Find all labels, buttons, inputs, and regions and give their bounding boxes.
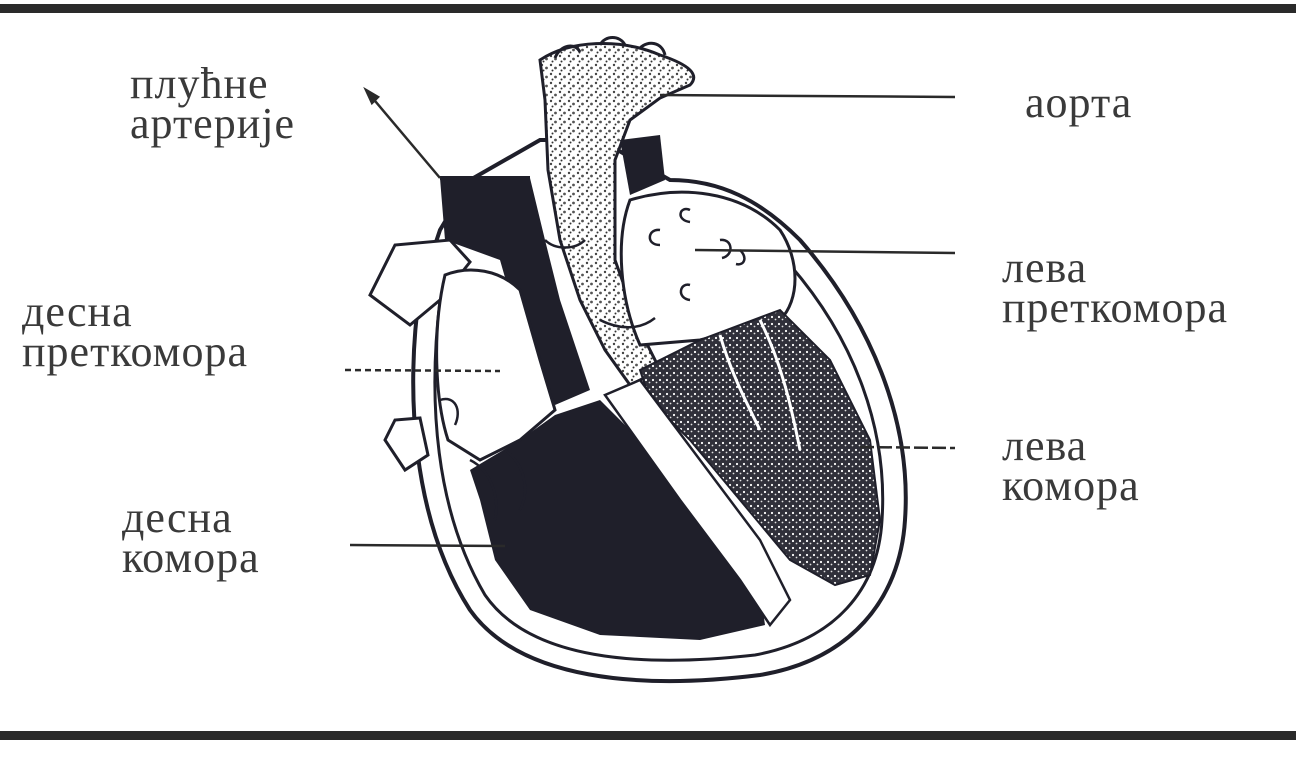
label-pulmonary-arteries: плућне артерије <box>130 64 295 144</box>
label-aorta: аорта <box>1025 83 1132 123</box>
label-left-atrium-line1: лева <box>1002 248 1228 288</box>
label-right-ventricle: десна комора <box>122 498 260 578</box>
label-right-atrium-line1: десна <box>22 292 248 332</box>
label-left-ventricle: лева комора <box>1002 426 1140 506</box>
leader-pulmonary-arteries <box>370 95 440 178</box>
label-left-atrium-line2: преткомора <box>1002 288 1228 328</box>
label-right-ventricle-line2: комора <box>122 538 260 578</box>
label-right-atrium-line2: преткомора <box>22 332 248 372</box>
label-left-atrium: лева преткомора <box>1002 248 1228 328</box>
label-right-ventricle-line1: десна <box>122 498 260 538</box>
leader-aorta <box>660 95 955 97</box>
label-left-ventricle-line2: комора <box>1002 466 1140 506</box>
label-aorta-line1: аорта <box>1025 83 1132 123</box>
label-right-atrium: десна преткомора <box>22 292 248 372</box>
label-pulmonary-arteries-line1: плућне <box>130 64 295 104</box>
label-pulmonary-arteries-line2: артерије <box>130 104 295 144</box>
label-left-ventricle-line1: лева <box>1002 426 1140 466</box>
leader-right-ventricle <box>350 545 505 546</box>
